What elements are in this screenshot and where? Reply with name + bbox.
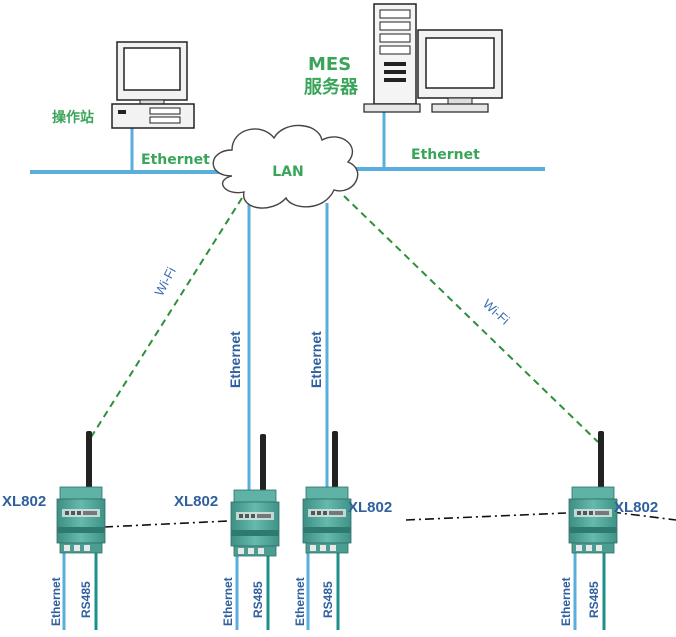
lan-cloud: LAN [212,124,359,209]
wifi-link-left [87,197,243,443]
device-port-b-3: RS485 [321,581,335,618]
device-xl802-4: XL802 Ethernet RS485 [559,430,658,630]
lan-label: LAN [272,164,303,180]
device-port-b-1: RS485 [79,581,93,618]
ethernet-label-vertical-2: Ethernet [308,331,324,388]
device-port-a-2: Ethernet [221,577,235,626]
rs485-bus-right [611,511,676,521]
device-xl802-3: XL802 Ethernet RS485 [293,430,392,630]
wifi-link-right [343,195,599,443]
mes-subtitle: 服务器 [304,76,359,98]
device-xl802-1: XL802 Ethernet RS485 [2,430,106,630]
wifi-label-left: Wi-Fi [151,264,179,298]
wifi-label-right: Wi-Fi [480,296,513,328]
ethernet-label-right: Ethernet [411,147,480,163]
device-name-3: XL802 [348,499,392,516]
mes-title: MES [308,54,351,75]
rs485-bus-middle [405,512,567,521]
device-name-1: XL802 [2,493,46,510]
operator-station-label: 操作站 [52,109,94,126]
device-port-a-3: Ethernet [293,577,307,626]
device-port-a-1: Ethernet [49,577,63,626]
device-port-b-2: RS485 [251,581,265,618]
device-name-2: XL802 [174,493,218,510]
mes-server: MES 服务器 [304,3,503,113]
device-port-b-4: RS485 [587,581,601,618]
device-port-a-4: Ethernet [559,577,573,626]
operator-station: 操作站 [52,41,195,129]
ethernet-label-vertical-1: Ethernet [227,331,243,388]
rs485-bus-left [103,520,229,528]
device-name-4: XL802 [614,499,658,516]
device-xl802-2: XL802 Ethernet RS485 [174,433,280,630]
ethernet-label-left: Ethernet [141,152,210,168]
